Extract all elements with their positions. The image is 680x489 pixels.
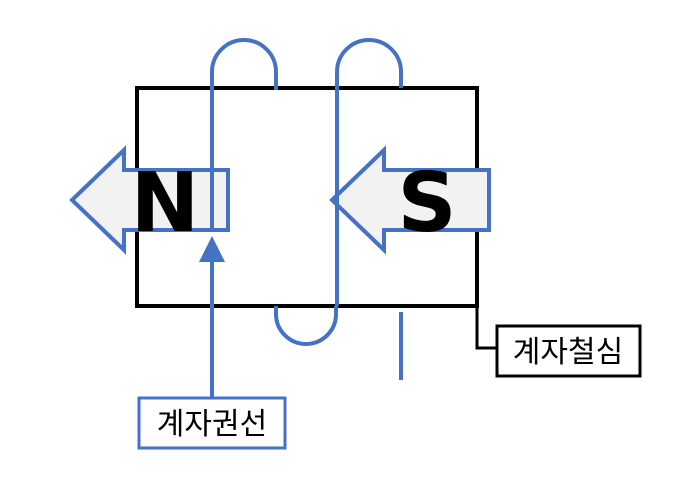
field-core-label: 계자철심: [513, 335, 623, 370]
field-coil-label: 계자권선: [157, 407, 267, 442]
field-coil-label-box: [137, 396, 287, 450]
field-coil-pointer-arrowhead: [199, 236, 225, 262]
coil-bottom-loop: [274, 306, 338, 346]
field-core-leader-line: [475, 306, 497, 350]
south-pole-arrow: [329, 145, 491, 255]
north-pole-label: N: [131, 156, 200, 251]
coil-top-loop-left: [210, 38, 278, 88]
field-core-label-box: [495, 324, 642, 378]
coil-top-loop-right: [335, 38, 403, 88]
south-pole-label: S: [397, 156, 456, 251]
